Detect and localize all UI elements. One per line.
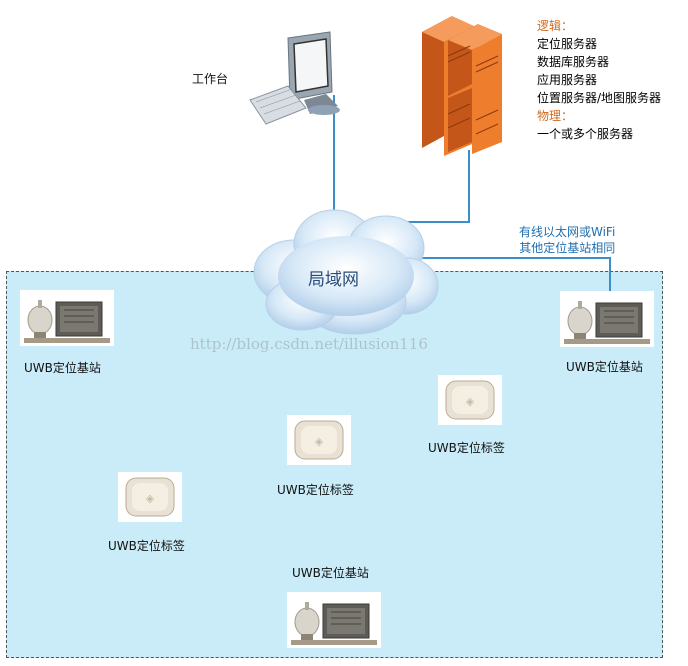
svg-text:◈: ◈ (315, 435, 324, 448)
server-roles-list: 逻辑： 定位服务器 数据库服务器 应用服务器 位置服务器/地图服务器 物理： 一… (537, 17, 661, 143)
physical-heading: 物理： (537, 109, 574, 123)
base-station-label: UWB定位基站 (24, 361, 101, 375)
svg-text:◈: ◈ (466, 395, 475, 408)
base-station-photo (287, 592, 381, 648)
link-note-line: 其他定位基站相同 (519, 241, 616, 255)
logical-item: 应用服务器 (537, 73, 598, 87)
base-station-label: UWB定位基站 (566, 360, 643, 374)
tag-photo: ◈ (118, 472, 182, 522)
server-rack-icon (414, 2, 510, 161)
server-link-line (392, 150, 470, 223)
base-station-photo (560, 291, 654, 347)
watermark: http://blog.csdn.net/illusion116 (190, 335, 428, 353)
base-station-photo (20, 290, 114, 346)
tag-photo: ◈ (438, 375, 502, 425)
logical-item: 位置服务器/地图服务器 (537, 91, 662, 105)
logical-item: 定位服务器 (537, 37, 598, 51)
tag-label: UWB定位标签 (428, 441, 505, 455)
workstation-label: 工作台 (192, 72, 229, 86)
link-note-line: 有线以太网或WiFi (519, 225, 616, 239)
physical-item: 一个或多个服务器 (537, 127, 634, 141)
lan-label: 局域网 (308, 270, 359, 290)
lan-cloud-icon (246, 200, 446, 346)
base-station-link-line (420, 257, 611, 298)
svg-text:◈: ◈ (146, 492, 155, 505)
base-station-label: UWB定位基站 (292, 566, 369, 580)
logical-item: 数据库服务器 (537, 55, 610, 69)
tag-label: UWB定位标签 (277, 483, 354, 497)
logical-heading: 逻辑： (537, 19, 574, 33)
tag-photo: ◈ (287, 415, 351, 465)
server-unit-icon (448, 88, 502, 154)
workstation-computer-icon (248, 30, 358, 134)
tag-label: UWB定位标签 (108, 539, 185, 553)
link-note: 有线以太网或WiFi 其他定位基站相同 (519, 224, 615, 256)
